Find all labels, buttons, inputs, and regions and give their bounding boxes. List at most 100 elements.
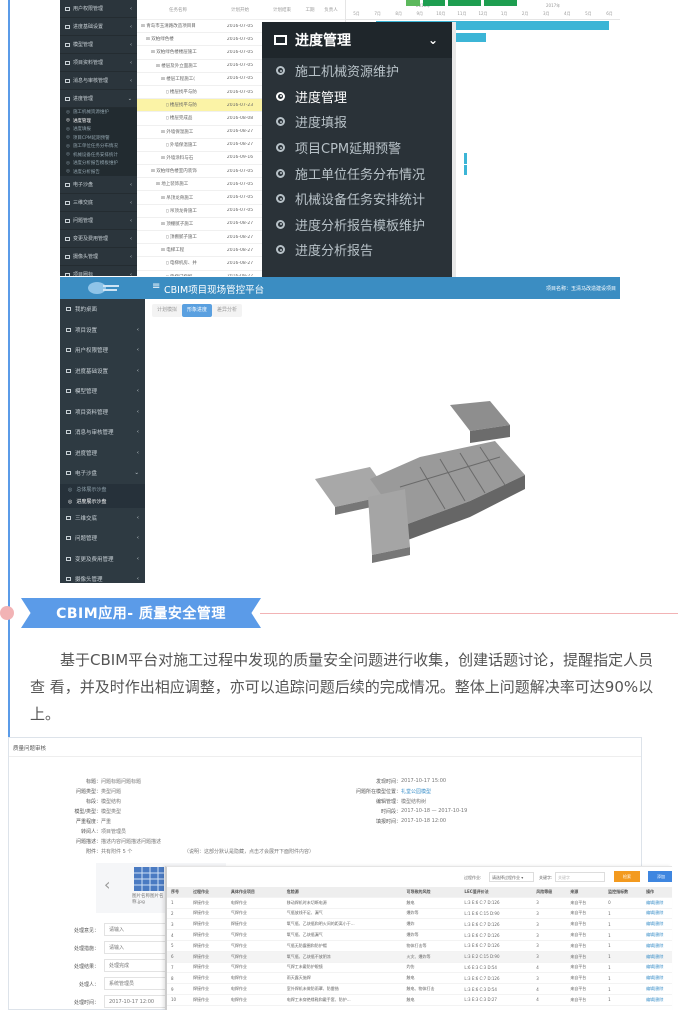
row-actions-link[interactable]: 编辑|删除	[646, 964, 664, 970]
row-actions-link[interactable]: 编辑|删除	[646, 996, 664, 1002]
sidebar-item[interactable]: 进度基础设置‹	[60, 361, 145, 382]
process-select[interactable]: 请选择过程作业 ▾	[489, 872, 534, 882]
sidebar-item[interactable]: 进度管理‹	[60, 443, 145, 464]
file-icon[interactable]: ▯	[166, 235, 170, 241]
sidebar-subitem[interactable]: ◎进度展示沙盘	[60, 495, 145, 508]
popup-menu-item[interactable]: 进度填报	[262, 109, 452, 135]
sidebar-item[interactable]: 消息与审核管理‹	[60, 422, 145, 443]
file-icon[interactable]: ▯	[166, 261, 170, 267]
sidebar-item[interactable]: 模型管理‹	[60, 381, 145, 402]
collapse-icon[interactable]: ⊟	[151, 50, 157, 56]
toolbar-button[interactable]	[423, 0, 445, 6]
sidebar-item[interactable]: 用户权限管理‹	[60, 0, 137, 18]
search-button[interactable]: 检索	[614, 871, 640, 882]
popup-menu-item[interactable]: 项目CPM延期预警	[262, 135, 452, 161]
sidebar-item[interactable]: 用户权限管理‹	[60, 340, 145, 361]
row-actions-link[interactable]: 编辑|删除	[646, 910, 664, 916]
sidebar-item[interactable]: 消息与审核管理‹	[60, 72, 137, 90]
file-icon[interactable]: ▯	[166, 142, 170, 148]
file-icon[interactable]: ▯	[166, 275, 170, 276]
sidebar-item[interactable]: 我的桌面	[60, 299, 145, 320]
sidebar-item[interactable]: 项目圈标‹	[60, 266, 137, 276]
collapse-icon[interactable]: ⊟	[156, 63, 162, 69]
popup-menu-item[interactable]: 进度管理	[262, 84, 452, 110]
row-actions-link[interactable]: 编辑|删除	[646, 899, 664, 905]
sidebar-item[interactable]: 摄像头管理‹	[60, 248, 137, 266]
tab[interactable]: 计划模拟	[152, 304, 183, 317]
collapse-icon[interactable]: ⊟	[146, 37, 152, 43]
row-actions-link[interactable]: 编辑|删除	[646, 932, 664, 938]
sidebar-item-sandbox[interactable]: 电子沙盘⌄	[60, 463, 145, 484]
chevron-left-icon[interactable]: ‹	[104, 875, 111, 894]
file-icon[interactable]: ▯	[166, 208, 170, 214]
sidebar-subitem[interactable]: ◎总体展示沙盘	[60, 483, 145, 496]
collapse-icon[interactable]: ⊟	[161, 195, 167, 201]
sidebar-item[interactable]: 摄像头管理‹	[60, 569, 145, 583]
row-actions-link[interactable]: 编辑|删除	[646, 953, 664, 959]
collapse-icon[interactable]: ⊟	[151, 169, 157, 175]
popup-menu-item[interactable]: 进度分析报告模板维护	[262, 212, 452, 238]
sidebar-item[interactable]: 变更及费用管理‹	[60, 549, 145, 570]
popup-menu-item[interactable]: 进度分析报告	[262, 237, 452, 263]
file-icon[interactable]: ▯	[166, 116, 170, 122]
sidebar-subitem[interactable]: ◎进度分析报告模板维护	[60, 159, 137, 168]
add-button[interactable]: 添加	[648, 871, 672, 882]
collapse-icon[interactable]: ⊟	[141, 24, 147, 30]
collapse-icon[interactable]: ⊟	[161, 221, 167, 227]
collapse-icon[interactable]: ⊟	[161, 129, 167, 135]
sidebar-subitem[interactable]: ◎进度分析报告	[60, 167, 137, 176]
tab[interactable]: 差异分析	[212, 304, 243, 317]
popup-menu-item[interactable]: 施工单位任务分布情况	[262, 160, 452, 186]
sidebar-subitem[interactable]: ◎施工单位任务分布情况	[60, 142, 137, 151]
collapse-icon[interactable]: ⊟	[161, 248, 167, 254]
sidebar-item[interactable]: 问题管理‹	[60, 528, 145, 549]
sidebar-item[interactable]: 变更及费用管理‹	[60, 230, 137, 248]
sidebar-item[interactable]: 项目设置‹	[60, 320, 145, 341]
sidebar-item[interactable]: 项目资料管理‹	[60, 54, 137, 72]
popup-menu-item[interactable]: 机械设备任务安排统计	[262, 186, 452, 212]
row-actions-link[interactable]: 编辑|删除	[646, 975, 664, 981]
popup-header[interactable]: 进度管理 ⌄	[262, 22, 452, 58]
sidebar-item[interactable]: 进度基础设置‹	[60, 18, 137, 36]
collapse-icon[interactable]: ⊟	[161, 155, 167, 161]
row-actions-link[interactable]: 编辑|删除	[646, 942, 664, 948]
gantt-bar[interactable]	[464, 153, 467, 164]
sidebar-subitem[interactable]: ◎施工机械资源维护	[60, 108, 137, 117]
gantt-bar[interactable]	[376, 21, 609, 30]
sidebar-subitem[interactable]: ◎项目CPM延期预警	[60, 133, 137, 142]
sidebar-item[interactable]: 电子沙盘‹	[60, 176, 137, 194]
collapse-icon[interactable]: ⊟	[156, 182, 162, 188]
row-actions-link[interactable]: 编辑|删除	[646, 921, 664, 927]
popup-menu-item[interactable]: 施工机械资源维护	[262, 58, 452, 84]
gantt-bar[interactable]	[464, 165, 467, 175]
sidebar-subitem[interactable]: ◎机械设备任务安排统计	[60, 150, 137, 159]
sidebar-item-progress[interactable]: 进度管理⌄	[60, 90, 137, 108]
toolbar-button[interactable]	[406, 0, 420, 6]
toolbar-button[interactable]	[448, 0, 481, 6]
sidebar-item[interactable]: 项目资料管理‹	[60, 402, 145, 423]
tab[interactable]: 形象进度	[182, 304, 213, 317]
file-icon[interactable]: ▯	[166, 90, 170, 96]
row-actions-link[interactable]: 编辑|删除	[646, 986, 664, 992]
toolbar-button[interactable]	[484, 0, 517, 6]
sidebar-subitem[interactable]: ◎进度管理	[60, 116, 137, 125]
image-thumbnail[interactable]	[134, 867, 164, 891]
sidebar-item[interactable]: 三维交底‹	[60, 508, 145, 529]
collapse-icon[interactable]: ⊟	[161, 76, 167, 82]
sidebar-subitem[interactable]: ◎进度填报	[60, 125, 137, 134]
keyword-input[interactable]: 关键字	[555, 872, 605, 882]
sidebar-item[interactable]: 模型管理‹	[60, 36, 137, 54]
file-icon[interactable]: ▯	[166, 103, 170, 109]
sidebar-item[interactable]: 三维交底‹	[60, 194, 137, 212]
sidebar-item[interactable]: 问题管理‹	[60, 212, 137, 230]
